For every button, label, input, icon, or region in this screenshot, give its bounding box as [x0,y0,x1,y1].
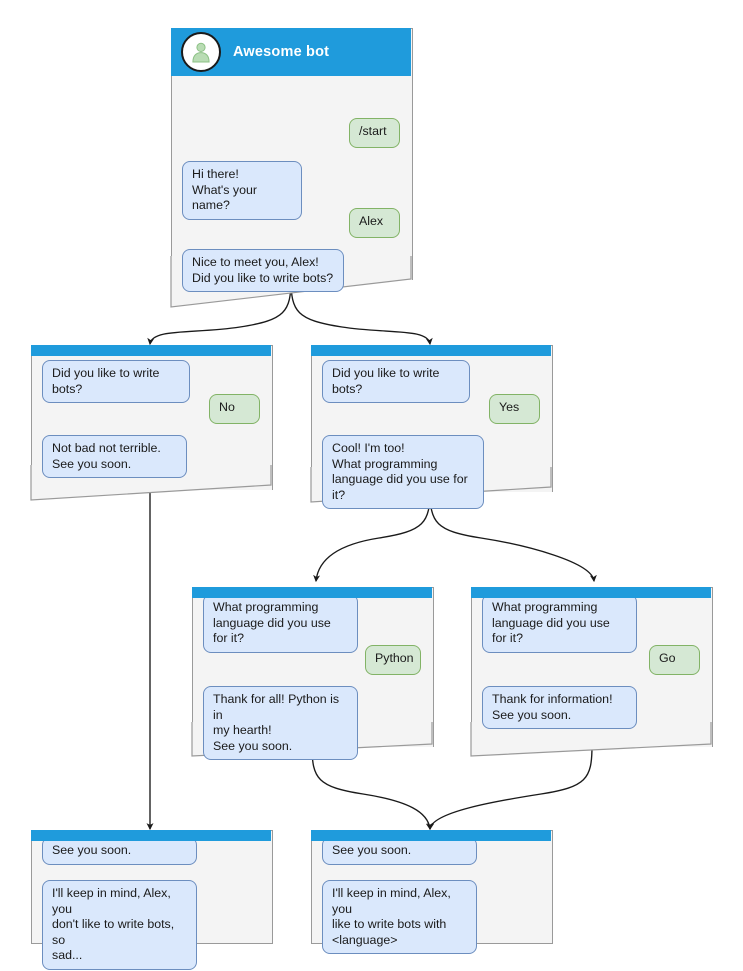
message-bot-see-you-soon: See you soon. [322,837,477,865]
node-lang-python-header [192,587,432,598]
node-end-happy-chat: See you soon. I'll keep in mind, Alex, y… [311,837,551,955]
message-user-start: /start [349,118,400,148]
message-bot-keep-in-mind-happy: I'll keep in mind, Alex, you like to wri… [322,880,477,955]
node-lang-go-chat: What programming language did you use fo… [471,594,711,746]
node-end-happy[interactable]: See you soon. I'll keep in mind, Alex, y… [311,830,553,955]
message-user-python: Python [365,645,421,675]
node-lang-python[interactable]: What programming language did you use fo… [191,587,434,761]
message-bot-cool-ask-language: Cool! I'm too! What programming language… [322,435,484,510]
message-bot-thank-info: Thank for information! See you soon. [482,686,637,730]
node-lang-go-torn-edge [470,722,712,757]
node-start-chat: /start Hi there! What's your name? Alex … [171,76,411,293]
message-user-go: Go [649,645,700,675]
node-answer-yes-chat: Did you like to write bots? Yes Cool! I'… [311,356,551,510]
message-user-yes: Yes [489,394,540,424]
node-answer-yes[interactable]: Did you like to write bots? Yes Cool! I'… [310,345,553,510]
node-lang-python-chat: What programming language did you use fo… [192,594,432,761]
node-answer-no[interactable]: Did you like to write bots? No Not bad n… [30,345,273,501]
message-bot-thank-python: Thank for all! Python is in my hearth! S… [203,686,358,761]
node-start[interactable]: Awesome bot /start Hi there! What's your… [170,28,413,308]
message-bot-not-bad: Not bad not terrible. See you soon. [42,435,187,479]
node-answer-yes-header [311,345,551,356]
node-start-title: Awesome bot [233,44,330,60]
message-bot-see-you-soon: See you soon. [42,837,197,865]
node-lang-go-header [471,587,711,598]
message-bot-greeting: Hi there! What's your name? [182,161,302,220]
message-bot-ask-bots-echo: Did you like to write bots? [42,360,190,404]
node-answer-no-header [31,345,271,356]
node-answer-no-chat: Did you like to write bots? No Not bad n… [31,356,271,489]
node-end-happy-header [311,830,551,841]
node-start-header: Awesome bot [171,28,411,76]
node-end-sad[interactable]: See you soon. I'll keep in mind, Alex, y… [31,830,273,970]
message-bot-keep-in-mind-sad: I'll keep in mind, Alex, you don't like … [42,880,197,970]
node-end-sad-header [31,830,271,841]
message-bot-ask-language-echo: What programming language did you use fo… [203,594,358,653]
message-user-no: No [209,394,260,424]
message-bot-ask-language-echo: What programming language did you use fo… [482,594,637,653]
node-lang-go[interactable]: What programming language did you use fo… [470,587,713,757]
person-avatar-icon [181,32,221,72]
node-end-sad-chat: See you soon. I'll keep in mind, Alex, y… [31,837,271,970]
message-bot-ask-bots: Nice to meet you, Alex! Did you like to … [182,249,344,293]
message-bot-ask-bots-echo: Did you like to write bots? [322,360,470,404]
message-user-name: Alex [349,208,400,238]
